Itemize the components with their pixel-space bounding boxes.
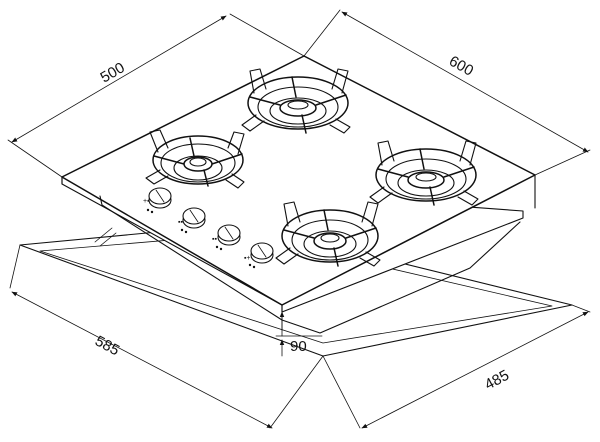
knob-4 — [248, 242, 274, 269]
dimension-485: 485 — [322, 304, 591, 429]
dimension-90: 90 — [275, 311, 323, 357]
knob-3 — [215, 224, 241, 251]
knob-2 — [180, 207, 206, 234]
dimension-500-label: 500 — [98, 59, 128, 86]
svg-text:▪+: ▪+ — [244, 255, 251, 262]
svg-text:▪▪: ▪▪ — [178, 219, 183, 226]
burner-front-center — [275, 201, 381, 267]
knob-symbols: +▪ ▪▪ ▪▪ ▪+ — [143, 198, 251, 262]
dimension-600-label: 600 — [446, 53, 476, 80]
svg-text:▪▪: ▪▪ — [212, 236, 217, 243]
svg-text:+▪: +▪ — [143, 198, 150, 205]
dimension-90-label: 90 — [290, 338, 307, 355]
knob-1 — [146, 187, 172, 214]
dimension-485-label: 485 — [482, 367, 512, 394]
